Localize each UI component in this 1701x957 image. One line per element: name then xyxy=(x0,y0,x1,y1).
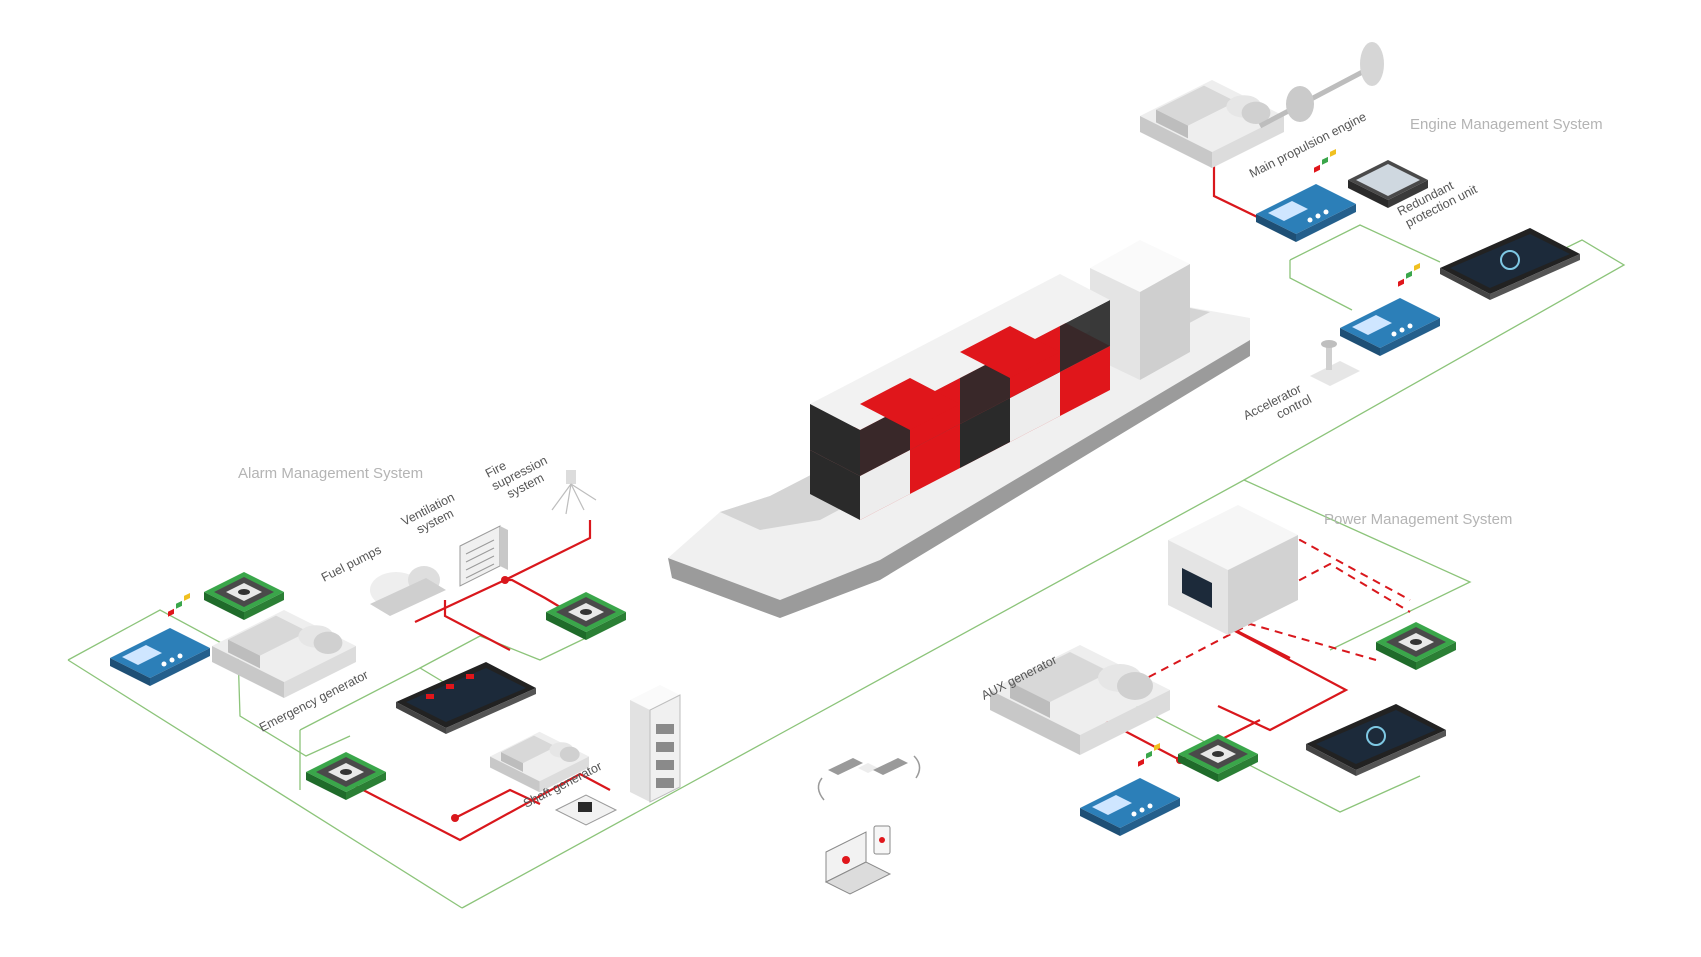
phone-icon xyxy=(873,825,891,855)
fire-suppression-sprinkler xyxy=(551,470,597,515)
power-lines xyxy=(259,160,1349,842)
power-display-screen xyxy=(1306,704,1446,776)
alarm-module-bottom xyxy=(306,752,386,800)
engine-system-title: Engine Management System xyxy=(1410,116,1603,133)
redundant-protection-unit xyxy=(1348,160,1428,208)
fire-suppression-label: Fire supression system xyxy=(483,453,550,501)
power-controller xyxy=(1080,742,1180,836)
aux-generator xyxy=(990,645,1170,755)
power-module-top xyxy=(1376,622,1456,670)
alarm-module-top xyxy=(204,572,284,620)
alarm-module-right xyxy=(546,592,626,640)
switchboard-cabinet xyxy=(630,685,681,803)
satellite-icon xyxy=(817,755,921,801)
alarm-controller xyxy=(110,592,210,686)
laptop-icon xyxy=(824,831,892,895)
accelerator-control-lever xyxy=(1310,340,1360,386)
power-switchboard-panel xyxy=(1168,505,1298,635)
bridge-tower xyxy=(1090,240,1190,380)
container-ship xyxy=(668,240,1250,618)
shaft-generator-chip xyxy=(554,794,618,826)
ventilation-fan xyxy=(459,525,508,587)
accelerator-control-label: Accelerator control xyxy=(1241,381,1314,422)
engine-panel-controller xyxy=(1340,262,1440,356)
fuel-pumps-label: Fuel pumps xyxy=(319,543,384,585)
fuel-pump xyxy=(370,566,446,616)
network-lines xyxy=(67,224,1626,909)
container-stack xyxy=(810,274,1110,520)
propeller-shaft xyxy=(1258,42,1384,129)
ventilation-label: Ventilation system xyxy=(399,490,457,537)
alarm-display-screen xyxy=(396,662,536,734)
alarm-system-title: Alarm Management System xyxy=(238,465,423,482)
power-system-title: Power Management System xyxy=(1324,511,1512,528)
power-module-bottom xyxy=(1178,734,1258,782)
engine-display-screen xyxy=(1440,228,1580,300)
